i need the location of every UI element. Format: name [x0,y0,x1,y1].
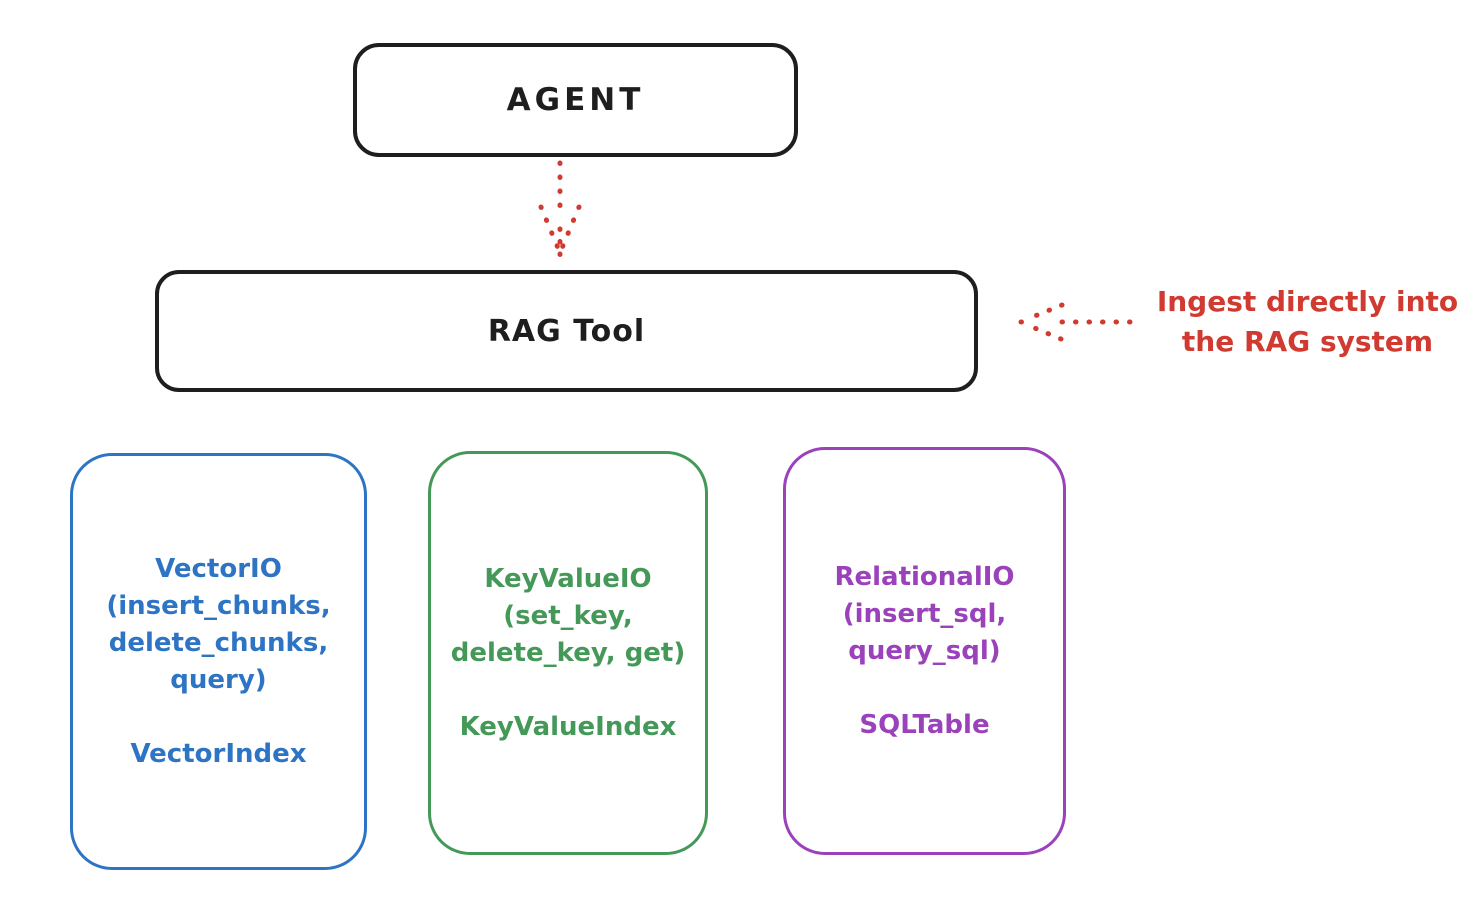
store-index-keyvalueindex: KeyValueIndex [459,711,677,742]
store-params-vectorio: (insert_chunks, delete_chunks, query) [106,590,331,695]
arrow-agent-to-rag-icon [538,160,582,261]
store-box-keyvalueio: KeyValueIO (set_key, delete_key, get) Ke… [428,451,708,855]
rag-tool-label: RAG Tool [487,313,646,349]
ingest-note-line1: Ingest directly into [1156,285,1459,318]
rag-tool-box: RAG Tool [155,270,978,392]
store-box-vectorio: VectorIO (insert_chunks, delete_chunks, … [70,453,367,870]
agent-box: AGENT [353,43,798,157]
store-title-vectorio: VectorIO [155,553,282,584]
store-params-relationalio: (insert_sql, query_sql) [842,598,1007,666]
store-title-keyvalueio: KeyValueIO [484,563,652,594]
store-box-relationalio: RelationalIO (insert_sql, query_sql) SQL… [783,447,1066,855]
store-title-relationalio: RelationalIO [834,561,1015,592]
ingest-note-line2: the RAG system [1181,325,1434,358]
arrow-ingest-into-rag-icon [1018,302,1133,342]
ingest-note: Ingest directly into the RAG system [1135,282,1480,362]
store-params-keyvalueio: (set_key, delete_key, get) [450,600,686,668]
agent-label: AGENT [506,82,645,118]
store-index-sqltable: SQLTable [859,709,990,740]
store-index-vectorindex: VectorIndex [130,738,307,769]
